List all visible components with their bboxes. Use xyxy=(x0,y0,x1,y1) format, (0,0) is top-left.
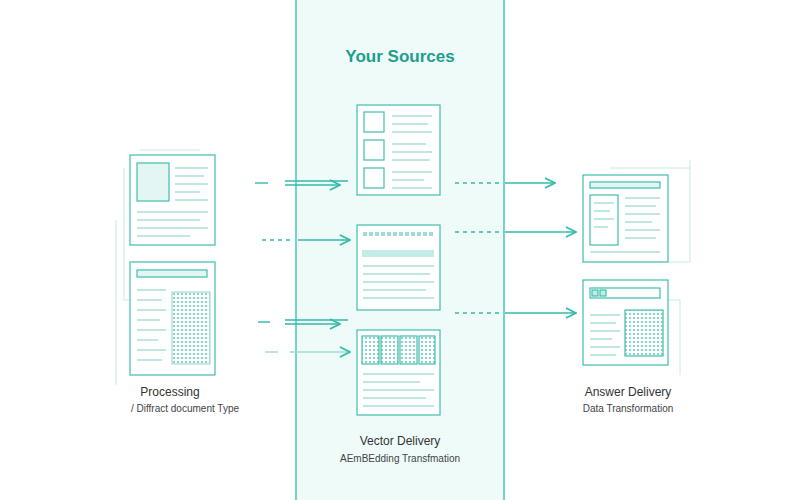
column-band: Your SourcesVector DeliveryAEmBEdding Tr… xyxy=(295,0,505,500)
guide-line xyxy=(140,150,200,151)
arrow-dash xyxy=(262,239,290,240)
band-title: Your Sources xyxy=(297,47,503,67)
text-lines xyxy=(590,315,620,355)
guide-line xyxy=(668,300,680,375)
caption-label: Data Transformation xyxy=(563,403,693,415)
text-lines xyxy=(137,290,166,360)
flow-arrow xyxy=(505,182,555,183)
header-square xyxy=(600,290,606,296)
image-block xyxy=(137,163,169,201)
band-heading: Vector Delivery xyxy=(297,435,503,449)
document-icon xyxy=(583,280,668,365)
document-frame xyxy=(583,280,668,365)
caption-label: Processing xyxy=(110,386,230,400)
arrow-dash xyxy=(265,351,278,352)
header-square xyxy=(592,290,598,296)
arrow-dash xyxy=(258,321,270,322)
caption-label: / Diffract document Type xyxy=(110,403,260,415)
document-icon xyxy=(130,262,215,375)
flow-arrow xyxy=(505,312,576,313)
dotted-block xyxy=(172,292,210,364)
header-bar xyxy=(590,182,660,188)
caption-label: Answer Delivery xyxy=(563,386,693,400)
header-bar xyxy=(590,288,660,298)
document-frame xyxy=(130,155,215,245)
header-bar xyxy=(137,270,207,277)
guide-line xyxy=(116,220,117,385)
document-frame xyxy=(130,262,215,375)
document-icon xyxy=(583,175,668,262)
arrow-dash xyxy=(255,182,268,183)
text-lines xyxy=(590,198,660,252)
guide-line xyxy=(668,160,690,262)
text-lines xyxy=(137,168,208,236)
column-block xyxy=(590,195,618,245)
document-frame xyxy=(583,175,668,262)
band-subtitle: AEmBEdding Transfmation xyxy=(297,453,503,465)
dotted-block xyxy=(625,310,663,356)
guide-line xyxy=(610,168,690,169)
document-icon xyxy=(130,155,215,245)
guide-line xyxy=(124,168,130,300)
flow-arrow xyxy=(505,231,576,232)
